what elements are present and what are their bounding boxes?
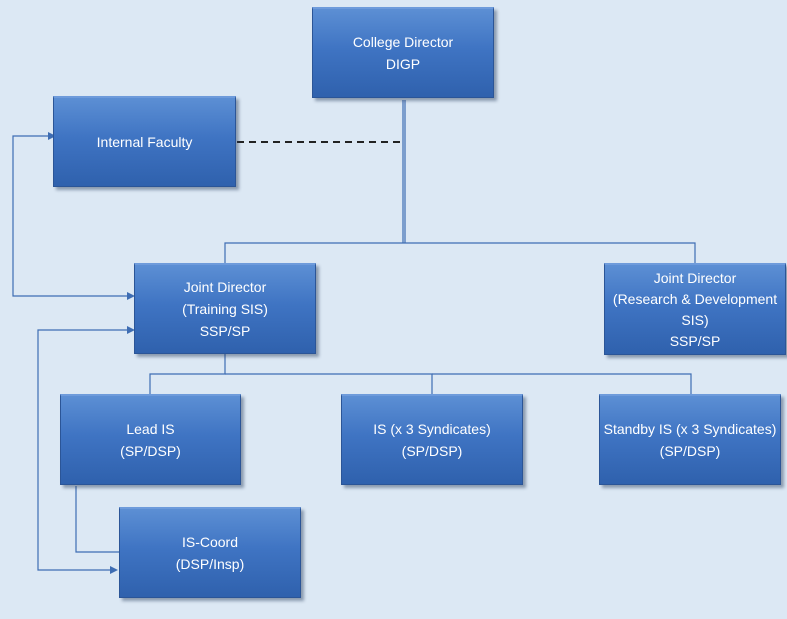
node-lead-is: Lead IS (SP/DSP): [60, 394, 241, 485]
node-jd-training-title: Joint Director: [183, 279, 267, 295]
node-jd-research: Joint Director (Research & Development S…: [604, 263, 786, 355]
connector-bus-is-right: [432, 373, 692, 394]
connector-faculty-loop: [12, 135, 133, 297]
node-internal-faculty-title: Internal Faculty: [96, 134, 193, 150]
node-lead-is-title: Lead IS: [126, 421, 175, 437]
node-is-syndicates-title: IS (x 3 Syndicates): [373, 421, 491, 437]
arrow-to-is-coord: [110, 566, 118, 574]
connector-lead-to-coord: [75, 486, 120, 553]
arrow-to-internal-faculty: [48, 132, 56, 140]
node-jd-research-title: Joint Director: [653, 269, 737, 286]
node-college-director-title: College Director: [352, 34, 454, 50]
node-is-coord-title: IS-Coord: [181, 534, 239, 550]
node-standby-is-rank: (SP/DSP): [659, 443, 721, 459]
arrow-to-jd-training-1: [127, 292, 135, 300]
node-jd-training: Joint Director (Training SIS) SSP/SP: [134, 263, 316, 354]
node-jd-research-rank: SSP/SP: [669, 332, 721, 349]
node-standby-is: Standby IS (x 3 Syndicates) (SP/DSP): [599, 394, 781, 485]
node-is-coord-rank: (DSP/Insp): [175, 556, 245, 572]
arrow-to-jd-training-2: [127, 326, 135, 334]
node-jd-training-unit: (Training SIS): [182, 301, 268, 317]
node-internal-faculty: Internal Faculty: [53, 96, 236, 187]
node-college-director: College Director DIGP: [312, 7, 494, 98]
node-is-syndicates-rank: (SP/DSP): [401, 443, 463, 459]
connector-bus-joint-directors: [224, 242, 696, 264]
node-jd-research-unit: (Research & Development: [612, 290, 778, 307]
node-jd-research-unit-2: SIS): [681, 311, 709, 328]
node-college-director-rank: DIGP: [385, 56, 421, 72]
node-is-syndicates: IS (x 3 Syndicates) (SP/DSP): [341, 394, 523, 485]
node-is-coord: IS-Coord (DSP/Insp): [119, 507, 301, 598]
node-standby-is-title: Standby IS (x 3 Syndicates): [603, 421, 777, 437]
connector-bus-is-level: [149, 354, 226, 394]
node-jd-training-rank: SSP/SP: [199, 323, 251, 339]
connector-coord-loop: [37, 329, 133, 571]
node-lead-is-rank: (SP/DSP): [120, 443, 181, 459]
connector-bus-is-mid: [225, 373, 433, 394]
